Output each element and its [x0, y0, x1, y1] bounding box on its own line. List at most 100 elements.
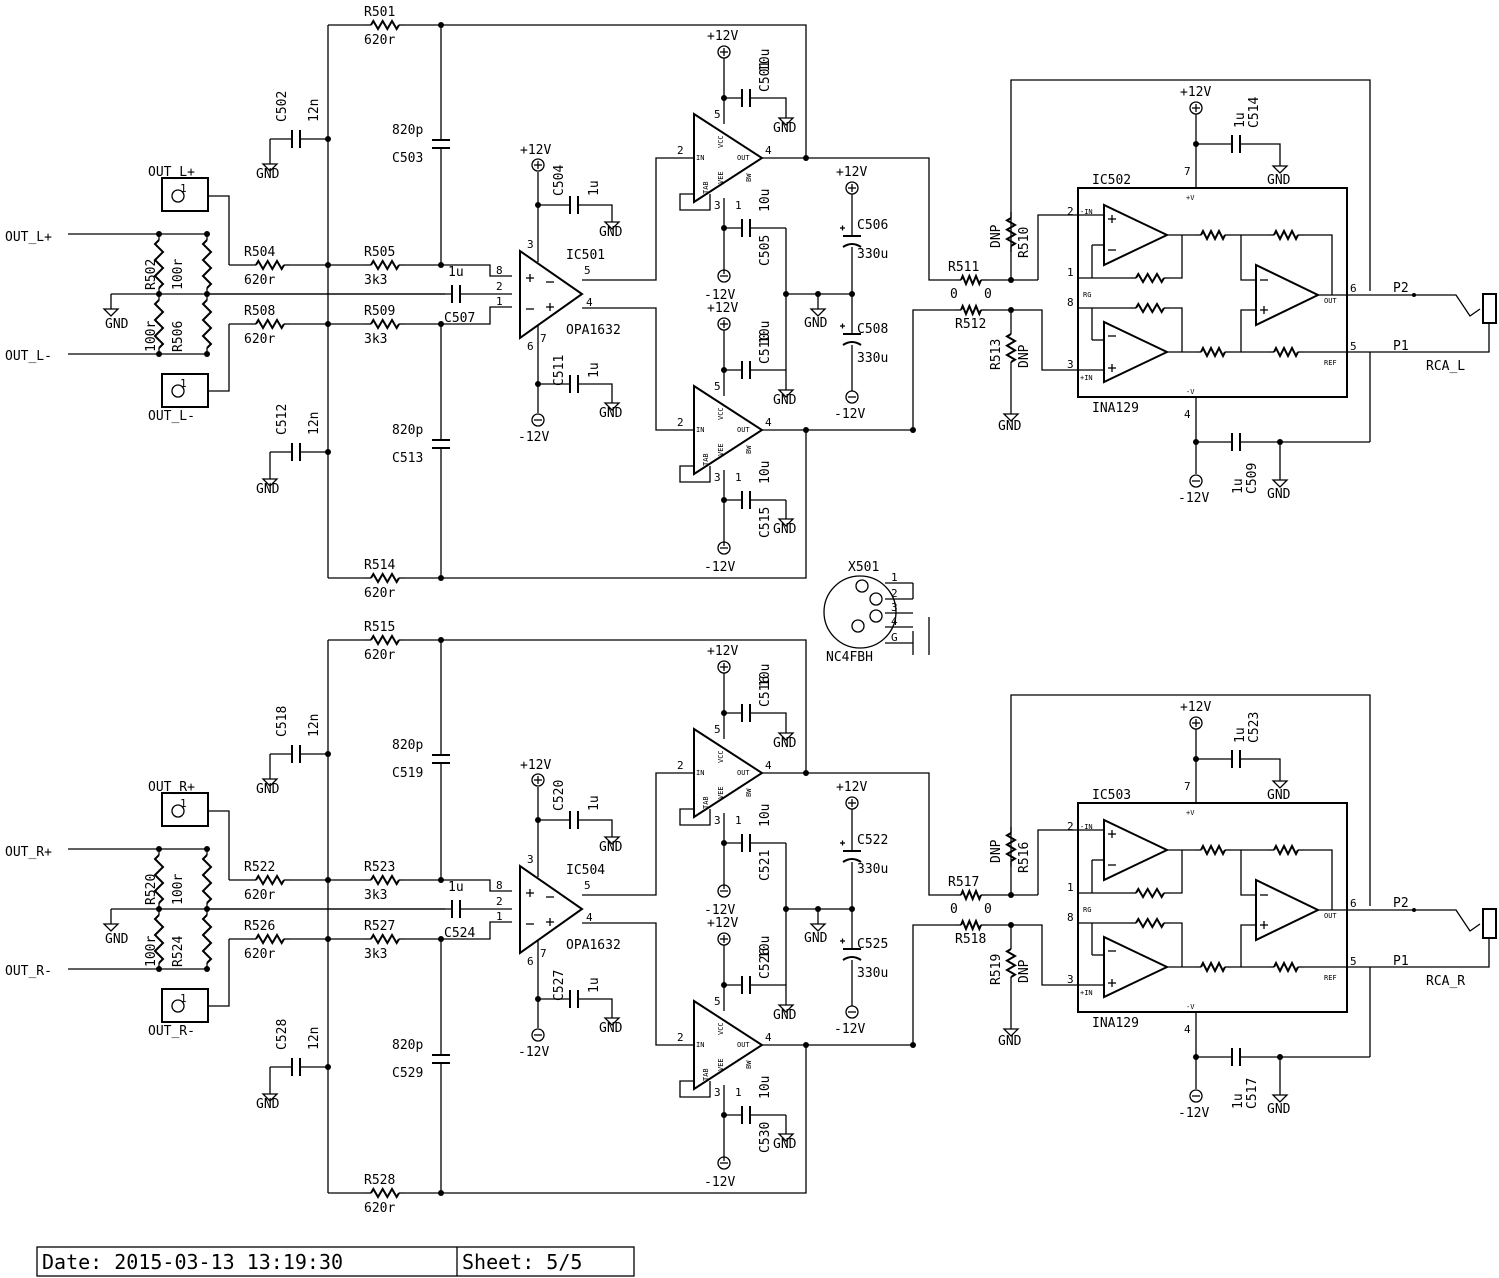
input-terminal-pos [161, 792, 209, 827]
r-in1-bottom-resistor [250, 933, 290, 945]
pin-number: 5 [1350, 955, 1357, 968]
component-ref: C512 [275, 404, 290, 435]
component-ref: R523 [364, 860, 395, 875]
pin-name: +IN [1080, 989, 1093, 997]
component-ref: C501 [758, 61, 773, 92]
component-value: 3k3 [364, 947, 387, 962]
supply-label: +12V [836, 165, 867, 180]
ground-symbol-icon [1002, 408, 1020, 422]
pin-name: TAB [702, 796, 710, 809]
pin-number: 1 [735, 814, 742, 827]
component-ref: C524 [444, 926, 475, 941]
title-block-frame [36, 1246, 635, 1277]
sheet-field: Sheet: 5/5 [462, 1250, 582, 1274]
ground-symbol-icon [603, 831, 621, 845]
component-part: INA129 [1092, 401, 1139, 416]
pin-name: OUT [737, 154, 750, 162]
supply-label: -12V [704, 560, 735, 575]
pin-number: 2 [677, 416, 684, 429]
r-shunt-bottom-resistor [153, 909, 165, 969]
component-value: 12n [307, 412, 322, 435]
c-bulk-pos-polarized-capacitor [840, 840, 862, 863]
component-ref: R518 [955, 932, 986, 947]
junction-dot [325, 751, 331, 757]
terminal-pin: 1 [180, 797, 187, 810]
supply-label: +12V [836, 780, 867, 795]
connector-ref: X501 [848, 560, 879, 575]
ground-symbol-icon [261, 158, 279, 172]
r-shunt-top2-resistor [201, 849, 213, 909]
pin-number: 1 [735, 471, 742, 484]
pin-name: IN [696, 154, 704, 162]
input-terminal-pos [161, 177, 209, 212]
r-in2-top-resistor [365, 874, 405, 886]
component-ref: R509 [364, 304, 395, 319]
ground-symbol-icon [261, 473, 279, 487]
component-value: 0 [950, 902, 958, 917]
component-ref: C511 [552, 355, 567, 386]
component-ref: R512 [955, 317, 986, 332]
pin-number: 4 [765, 759, 772, 772]
supply-circle-icon [717, 45, 731, 59]
component-value: DNP [989, 839, 1004, 863]
c-in-bottom-capacitor [291, 1058, 301, 1076]
component-value: 3k3 [364, 888, 387, 903]
ina-r4-resistor [1268, 960, 1304, 974]
pin-name: -IN [1080, 208, 1093, 216]
r-fb-bottom-resistor [365, 1187, 405, 1199]
component-ref: R501 [364, 5, 395, 20]
component-value: 100r [144, 936, 159, 967]
component-value: 100r [171, 259, 186, 290]
component-value: 330u [857, 966, 888, 981]
gnd-label: GND [599, 406, 623, 421]
pin-name: +V [1186, 809, 1195, 817]
component-value: DNP [1017, 344, 1032, 368]
pin-name: TAB [702, 453, 710, 466]
component-part: OPA1632 [566, 323, 621, 338]
connector-pin-number: 3 [891, 601, 898, 614]
component-ref: IC504 [566, 863, 605, 878]
ground-symbol-icon [777, 727, 795, 741]
gnd-label: GND [773, 121, 797, 136]
pin-number: 3 [714, 471, 721, 484]
input-net-neg: OUT_R- [5, 964, 52, 979]
ground-symbol-icon [603, 216, 621, 230]
component-ref: R514 [364, 558, 395, 573]
output-label: RCA_L [1426, 359, 1465, 374]
component-ref: C516 [758, 676, 773, 707]
supply-circle-icon [717, 932, 731, 946]
supply-circle-icon [845, 181, 859, 195]
component-value: 10u [758, 49, 773, 72]
ina-r3-resistor [1195, 345, 1231, 359]
r-fb-bottom-resistor [365, 572, 405, 584]
input-net-pos: OUT_L+ [5, 230, 52, 245]
supply-circle-icon [717, 1156, 731, 1170]
pin-number: 1 [735, 1086, 742, 1099]
pin-name: VCC [717, 135, 725, 148]
gnd-label: GND [773, 393, 797, 408]
component-value: 620r [244, 947, 275, 962]
component-value: 820p [392, 738, 423, 753]
ina129-body [1077, 802, 1348, 1013]
c-ac-capacitor [451, 285, 461, 303]
c-opa-neg-capacitor [569, 990, 579, 1008]
component-value: 3k3 [364, 332, 387, 347]
pin-number: 2 [677, 1031, 684, 1044]
pin-number: 7 [1184, 165, 1191, 178]
supply-label: +12V [520, 758, 551, 773]
supply-label: +12V [707, 29, 738, 44]
c_b2_n-cap-capacitor [741, 1106, 751, 1124]
component-ref: C525 [857, 937, 888, 952]
component-value: 1u [587, 795, 602, 811]
component-value: 1u [1231, 478, 1246, 494]
input-net-pos: OUT_R+ [5, 845, 52, 860]
component-ref: C507 [444, 311, 475, 326]
ground-symbol-icon [1271, 474, 1289, 488]
r-shunt-top-resistor [153, 234, 165, 294]
pin-number: 5 [1350, 340, 1357, 353]
pin-number: 5 [584, 264, 591, 277]
